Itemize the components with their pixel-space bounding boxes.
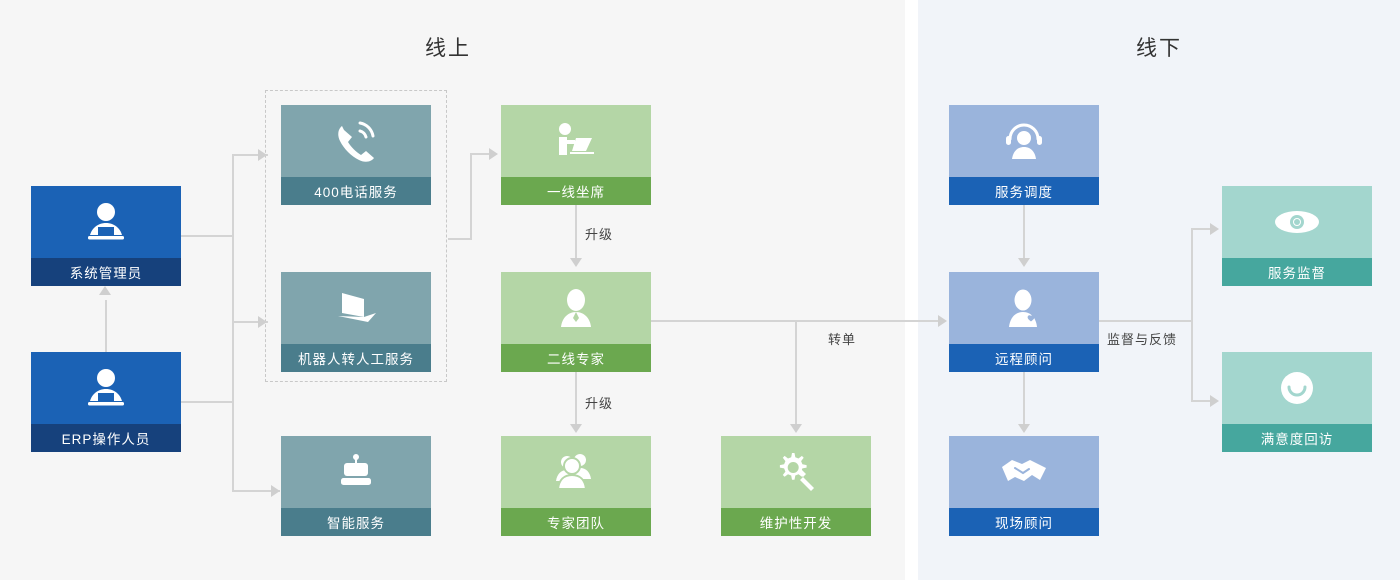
person-icon (501, 272, 651, 344)
channel-group-border (265, 90, 447, 382)
edge-label-upgrade-1: 升级 (585, 227, 614, 242)
edge-secondline-to-expert-line (575, 372, 577, 427)
panel-divider (905, 0, 918, 580)
operator-desk-icon (31, 352, 181, 424)
node-phone400-label: 400电话服务 (281, 177, 431, 205)
node-secondline-label: 二线专家 (501, 344, 651, 372)
phone-ringing-icon (281, 105, 431, 177)
node-erp-label: ERP操作人员 (31, 424, 181, 452)
edge-label-transfer-order: 转单 (828, 332, 857, 347)
edge-to-survey-line (1191, 400, 1213, 402)
eye-icon (1222, 186, 1372, 258)
robot-head-icon (281, 436, 431, 508)
edge-right-trunk (1191, 228, 1193, 402)
node-firstline[interactable]: 一线坐席 (501, 105, 651, 205)
node-survey[interactable]: 满意度回访 (1222, 352, 1372, 452)
node-onsite-label: 现场顾问 (949, 508, 1099, 536)
panel-online-title: 线上 (425, 37, 471, 60)
headset-agent-icon (949, 105, 1099, 177)
agent-laptop-icon (501, 105, 651, 177)
edge-sysadmin-stub (181, 235, 234, 237)
edge-erp-to-sysadmin-line (105, 300, 107, 362)
node-maintain-label: 维护性开发 (721, 508, 871, 536)
gear-wrench-icon (721, 436, 871, 508)
edge-to-robot-line (232, 321, 268, 323)
node-firstline-label: 一线坐席 (501, 177, 651, 205)
laptop-icon (281, 272, 431, 344)
edge-to-maintain-line (795, 320, 797, 427)
panel-offline-title: 线下 (1136, 37, 1182, 60)
edge-secondline-to-expert-arrow (570, 424, 582, 433)
edge-remote-to-onsite-arrow (1018, 424, 1030, 433)
edge-group-to-firstline-v (470, 153, 472, 240)
node-dispatch-label: 服务调度 (949, 177, 1099, 205)
edge-label-supervise-feedback: 监督与反馈 (1107, 332, 1178, 347)
edge-dispatch-to-remote-arrow (1018, 258, 1030, 267)
node-monitor-label: 服务监督 (1222, 258, 1372, 286)
node-monitor[interactable]: 服务监督 (1222, 186, 1372, 286)
node-expert-label: 专家团队 (501, 508, 651, 536)
node-sysadmin[interactable]: 系统管理员 (31, 186, 181, 286)
node-survey-label: 满意度回访 (1222, 424, 1372, 452)
edge-to-phone400-arrow (258, 149, 267, 161)
node-onsite[interactable]: 现场顾问 (949, 436, 1099, 536)
smiley-icon (1222, 352, 1372, 424)
edge-to-smart-line (232, 490, 280, 492)
node-dispatch[interactable]: 服务调度 (949, 105, 1099, 205)
edge-to-monitor-line (1191, 228, 1213, 230)
edge-firstline-to-secondline-arrow (570, 258, 582, 267)
edge-erp-stub (181, 401, 234, 403)
handshake-icon (949, 436, 1099, 508)
edge-remote-to-right-line (1099, 320, 1193, 322)
node-remote[interactable]: 远程顾问 (949, 272, 1099, 372)
people-group-icon (501, 436, 651, 508)
edge-dispatch-to-remote-line (1023, 205, 1025, 261)
person-heart-icon (949, 272, 1099, 344)
node-phone400[interactable]: 400电话服务 (281, 105, 431, 205)
edge-remote-to-onsite-line (1023, 372, 1025, 427)
edge-to-monitor-arrow (1210, 223, 1219, 235)
edge-to-smart-arrow (271, 485, 280, 497)
node-secondline[interactable]: 二线专家 (501, 272, 651, 372)
node-sysadmin-label: 系统管理员 (31, 258, 181, 286)
edge-label-upgrade-2: 升级 (585, 396, 614, 411)
node-expert[interactable]: 专家团队 (501, 436, 651, 536)
node-smart-label: 智能服务 (281, 508, 431, 536)
edge-group-to-firstline-h2 (470, 153, 492, 155)
node-remote-label: 远程顾问 (949, 344, 1099, 372)
operator-desk-icon (31, 186, 181, 258)
node-maintain[interactable]: 维护性开发 (721, 436, 871, 536)
node-robot-label: 机器人转人工服务 (281, 344, 431, 372)
node-robot[interactable]: 机器人转人工服务 (281, 272, 431, 372)
node-smart[interactable]: 智能服务 (281, 436, 431, 536)
edge-left-trunk (232, 155, 234, 491)
edge-secondline-to-remote-line (651, 320, 944, 322)
edge-to-phone400-line (232, 154, 268, 156)
edge-group-to-firstline-h1 (448, 238, 472, 240)
edge-erp-to-sysadmin-arrow (99, 286, 111, 295)
edge-secondline-to-remote-arrow (938, 315, 947, 327)
edge-to-survey-arrow (1210, 395, 1219, 407)
edge-group-to-firstline-arrow (489, 148, 498, 160)
node-erp[interactable]: ERP操作人员 (31, 352, 181, 452)
edge-to-robot-arrow (258, 316, 267, 328)
edge-to-maintain-arrow (790, 424, 802, 433)
edge-firstline-to-secondline-line (575, 205, 577, 261)
